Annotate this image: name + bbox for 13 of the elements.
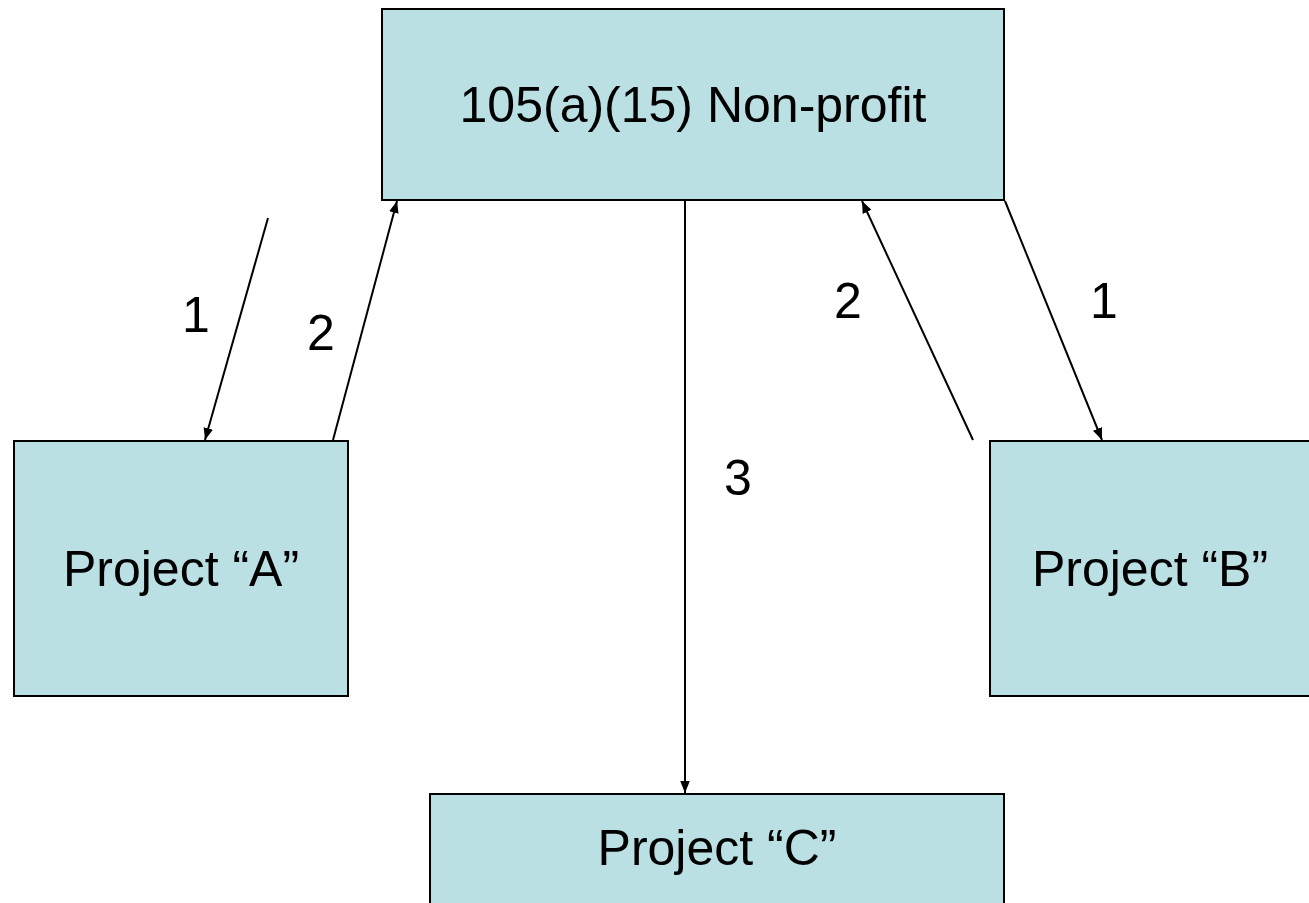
node-label: Project “C” xyxy=(597,819,837,877)
arrow xyxy=(680,200,690,794)
node-label: Project “B” xyxy=(1031,539,1269,598)
arrow xyxy=(861,200,974,441)
project-box xyxy=(429,793,1005,903)
arrow xyxy=(203,217,269,441)
arrow xyxy=(1004,200,1103,441)
project-box xyxy=(381,8,1005,201)
arrow xyxy=(332,200,399,441)
project-box xyxy=(13,440,349,697)
project-box xyxy=(989,440,1309,697)
node-label: 105(a)(15) Non-profit xyxy=(459,75,927,134)
node-label: Project “A” xyxy=(62,539,300,598)
